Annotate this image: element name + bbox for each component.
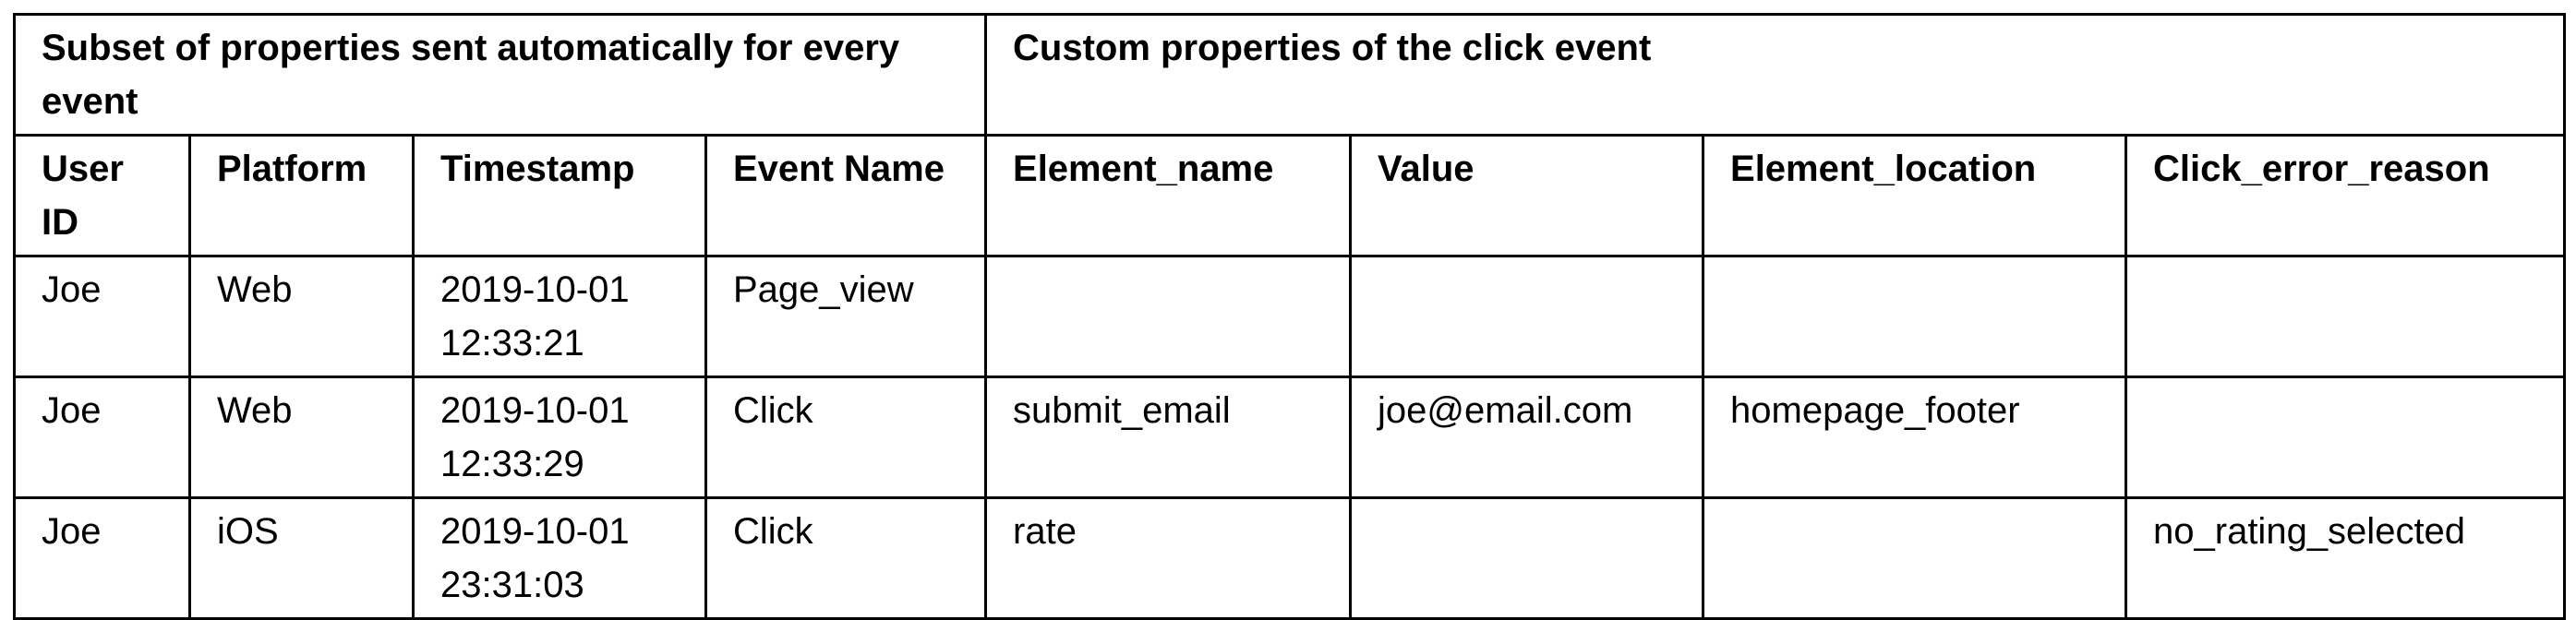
cell-platform: Web: [188, 255, 415, 378]
cell-platform: iOS: [188, 496, 415, 620]
column-header-user-id: User ID: [13, 134, 191, 257]
cell-element-name: [984, 255, 1353, 378]
cell-event-name: Click: [704, 376, 988, 499]
cell-user-id: Joe: [13, 496, 191, 620]
custom-properties-group-header: Custom properties of the click event: [984, 13, 2567, 137]
table-row: Joe Web 2019-10-01 12:33:29 Click submit…: [13, 376, 2567, 499]
column-header-event-name: Event Name: [704, 134, 988, 257]
cell-user-id: Joe: [13, 255, 191, 378]
column-header-element-name: Element_name: [984, 134, 1353, 257]
cell-user-id: Joe: [13, 376, 191, 499]
column-header-platform: Platform: [188, 134, 415, 257]
cell-click-error-reason: [2125, 255, 2567, 378]
cell-click-error-reason: no_rating_selected: [2125, 496, 2567, 620]
event-properties-table: Subset of properties sent automatically …: [12, 13, 2567, 620]
cell-element-location: [1702, 496, 2128, 620]
column-header-timestamp: Timestamp: [412, 134, 707, 257]
table-row: Joe iOS 2019-10-01 23:31:03 Click rate n…: [13, 496, 2567, 620]
cell-element-name: submit_email: [984, 376, 1353, 499]
cell-value: joe@email.com: [1349, 376, 1705, 499]
column-header-element-location: Element_location: [1702, 134, 2128, 257]
group-header-row: Subset of properties sent automatically …: [12, 13, 2567, 137]
cell-value: [1349, 255, 1705, 378]
column-header-click-error-reason: Click_error_reason: [2125, 134, 2567, 257]
auto-properties-group-header: Subset of properties sent automatically …: [12, 13, 988, 137]
column-header-value: Value: [1349, 134, 1705, 257]
cell-event-name: Click: [704, 496, 988, 620]
cell-platform: Web: [188, 376, 415, 499]
cell-element-name: rate: [984, 496, 1353, 620]
cell-timestamp: 2019-10-01 12:33:29: [412, 376, 707, 499]
cell-timestamp: 2019-10-01 23:31:03: [412, 496, 707, 620]
cell-timestamp: 2019-10-01 12:33:21: [412, 255, 707, 378]
column-header-row: User ID Platform Timestamp Event Name El…: [13, 134, 2567, 257]
table-row: Joe Web 2019-10-01 12:33:21 Page_view: [13, 255, 2567, 378]
event-properties-table-container: Subset of properties sent automatically …: [12, 13, 2567, 620]
cell-element-location: [1702, 255, 2128, 378]
cell-click-error-reason: [2125, 376, 2567, 499]
cell-event-name: Page_view: [704, 255, 988, 378]
cell-value: [1349, 496, 1705, 620]
cell-element-location: homepage_footer: [1702, 376, 2128, 499]
